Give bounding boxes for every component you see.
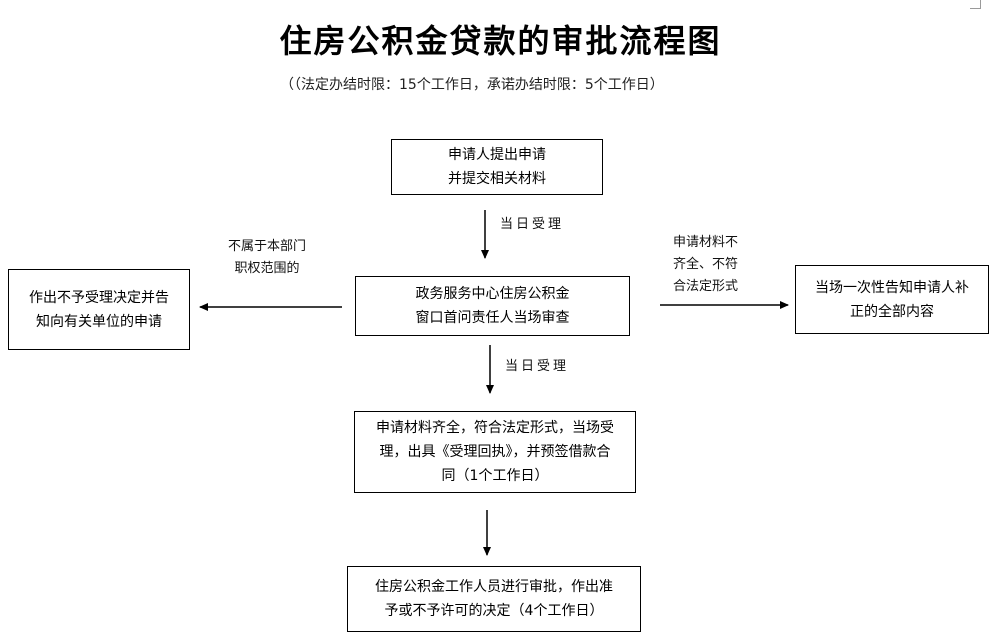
box-supplement-text: 当场一次性告知申请人补 正的全部内容 bbox=[815, 279, 969, 320]
box-apply-text: 申请人提出申请 并提交相关材料 bbox=[448, 147, 546, 187]
box-approve: 住房公积金工作人员进行审批，作出准 予或不予许可的决定（4个工作日） bbox=[347, 566, 641, 632]
diagram-title: 住房公积金贷款的审批流程图 bbox=[279, 22, 722, 60]
box-supplement: 当场一次性告知申请人补 正的全部内容 bbox=[795, 265, 989, 334]
page-corner-mark bbox=[970, 0, 981, 9]
box-review: 政务服务中心住房公积金 窗口首问责任人当场审查 bbox=[355, 276, 630, 336]
label-same-day-accept-1: 当日受理 bbox=[500, 217, 565, 232]
box-review-text: 政务服务中心住房公积金 窗口首问责任人当场审查 bbox=[415, 286, 570, 326]
label-not-department-scope: 不属于本部门 职权范围的 bbox=[228, 239, 307, 276]
box-reject-text: 作出不予受理决定并告 知向有关单位的申请 bbox=[29, 289, 169, 330]
box-accept: 申请材料齐全，符合法定形式，当场受 理，出具《受理回执》，并预签借款合 同（1个… bbox=[354, 411, 636, 493]
box-reject: 作出不予受理决定并告 知向有关单位的申请 bbox=[8, 269, 190, 350]
diagram-subtitle: （（法定办结时限：15个工作日，承诺办结时限：5个工作日） bbox=[280, 77, 664, 93]
label-materials-incomplete: 申请材料不 齐全、不符 合法定形式 bbox=[673, 235, 739, 294]
box-approve-text: 住房公积金工作人员进行审批，作出准 予或不予许可的决定（4个工作日） bbox=[375, 579, 613, 619]
box-accept-text: 申请材料齐全，符合法定形式，当场受 理，出具《受理回执》，并预签借款合 同（1个… bbox=[376, 420, 614, 484]
box-apply: 申请人提出申请 并提交相关材料 bbox=[391, 139, 603, 195]
label-same-day-accept-2: 当日受理 bbox=[505, 359, 570, 374]
